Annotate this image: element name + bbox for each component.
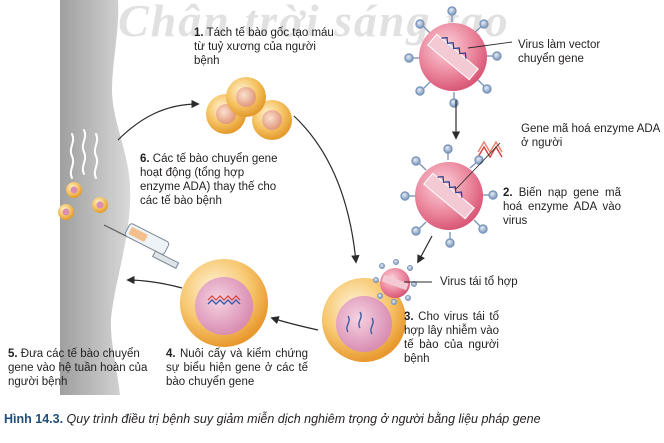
stem-cells-cluster xyxy=(206,77,292,140)
step-6-label: 6. Các tế bào chuyển gene hoạt động (tổn… xyxy=(140,152,285,208)
cultured-transgenic-cell-illustration xyxy=(180,259,268,347)
step-6-number: 6. xyxy=(140,153,150,165)
step-3-text: Cho virus tái tổ hợp lây nhiễm vào tế bà… xyxy=(404,311,499,365)
step-3-number: 3. xyxy=(404,311,414,323)
step-2-text: Biến nạp gene mã hoá enzyme ADA vào viru… xyxy=(503,187,621,227)
body-transgenic-cells-icon xyxy=(58,182,108,220)
step-6-text: Các tế bào chuyển gene hoạt động (tổng h… xyxy=(140,153,278,207)
step-4-text: Nuôi cấy và kiểm chứng sự biểu hiện gene… xyxy=(166,348,308,388)
step-1-label: 1. Tách tế bào gốc tạo máu từ tuỷ xương … xyxy=(194,26,344,68)
step-2-number: 2. xyxy=(503,187,513,199)
callout-leaders xyxy=(404,41,513,283)
step-4-label: 4. Nuôi cấy và kiểm chứng sự biểu hiện g… xyxy=(166,347,308,389)
step-5-label: 5. Đưa các tế bào chuyển gene vào hệ tuầ… xyxy=(8,347,156,389)
body-heat-waves-icon xyxy=(69,129,99,179)
syringe-icon xyxy=(103,223,180,269)
callout-virus-vector: Virus làm vector chuyển gene xyxy=(518,39,601,65)
step-1-number: 1. xyxy=(194,27,204,39)
figure-caption-text: Quy trình điều trị bệnh suy giảm miễn dị… xyxy=(66,412,541,426)
step-5-text: Đưa các tế bào chuyển gene vào hệ tuần h… xyxy=(8,348,148,388)
step-1-text: Tách tế bào gốc tạo máu từ tuỷ xương của… xyxy=(194,27,334,67)
virus-vector-illustration xyxy=(404,6,502,108)
step-5-number: 5. xyxy=(8,348,18,360)
process-arrows xyxy=(117,99,461,331)
step-3-label: 3. Cho virus tái tổ hợp lây nhiễm vào tế… xyxy=(404,310,499,366)
infected-host-cell-illustration xyxy=(322,259,417,362)
step-2-label: 2. Biến nạp gene mã hoá enzyme ADA vào v… xyxy=(503,186,621,228)
figure-caption: Hình 14.3. Quy trình điều trị bệnh suy g… xyxy=(4,412,660,426)
figure-number: Hình 14.3. xyxy=(4,412,64,426)
callout-recombinant-virus: Virus tái tổ hợp xyxy=(440,276,518,288)
step-4-number: 4. xyxy=(166,348,176,360)
recombinant-vector-illustration xyxy=(400,144,498,248)
callout-ada-gene: Gene mã hoá enzyme ADA ở người xyxy=(521,123,660,149)
patient-body-silhouette xyxy=(60,0,131,395)
